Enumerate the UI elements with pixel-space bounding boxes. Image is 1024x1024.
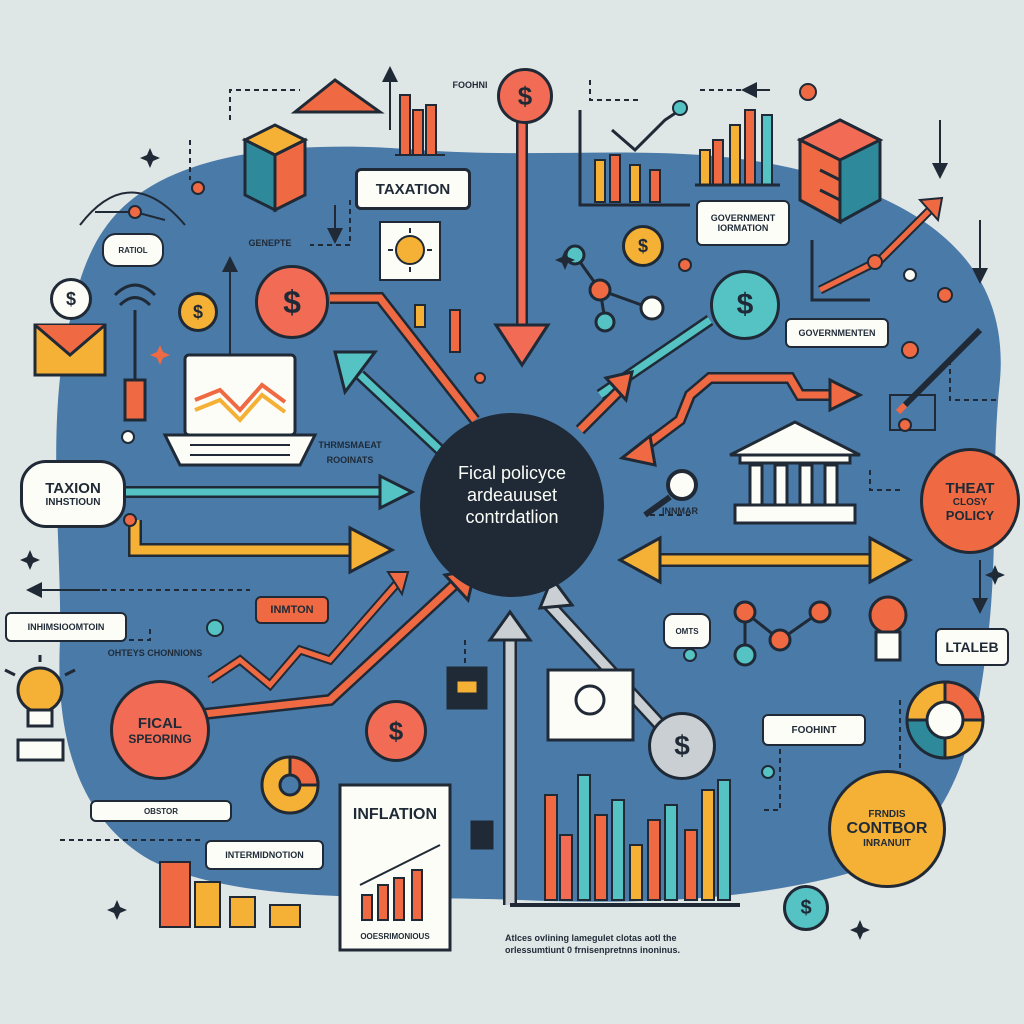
- dollar-coin-bottom: $: [365, 700, 427, 762]
- theat-line-1: THEAT: [946, 480, 995, 497]
- contbor-line-1: FRNDIS: [868, 809, 905, 820]
- center-title-line-2: ardeauuset: [432, 484, 592, 506]
- dollar-coin-yellow-left: $: [178, 292, 218, 332]
- hexagon-cube-icon: [800, 120, 880, 222]
- foohint-box: FOOHINT: [762, 714, 866, 746]
- dollar-sign: $: [193, 302, 203, 323]
- contbor-circle: FRNDIS CONTBOR INRANUIT: [828, 770, 946, 888]
- dollar-coin-small-left: $: [50, 278, 92, 320]
- dollar-coin-yellow-top: $: [622, 225, 664, 267]
- taxion-label-text: TAXION: [45, 480, 101, 497]
- dollar-coin-top: $: [497, 68, 553, 124]
- dollar-sign: $: [737, 288, 754, 322]
- chart-tag: OBSTOR: [90, 800, 232, 822]
- left-info-box: INHIMSIOOMTOIN: [5, 612, 127, 642]
- left-info-sub: OHTEYS CHONNIONS: [95, 648, 215, 658]
- chart-tag-text: OBSTOR: [144, 807, 178, 816]
- dollar-coin-teal: $: [710, 270, 780, 340]
- taxation-label-text: TAXATION: [376, 181, 450, 198]
- rooinats-tag: ROOINATS: [300, 455, 400, 465]
- inmon-tag: INMTON: [255, 596, 329, 624]
- cube-icon: [245, 125, 305, 210]
- dollar-sign: $: [66, 289, 76, 310]
- government-top-sub: IORMATION: [718, 223, 769, 233]
- theat-line-2: CLOSY: [953, 497, 987, 508]
- ltaleb-label-text: LTALEB: [945, 639, 998, 655]
- inmon-tag-text: INMTON: [270, 604, 313, 616]
- government-top-text: GOVERNMENT: [711, 213, 776, 223]
- donut-chart-right-icon: [907, 682, 983, 758]
- cnts-tag-text: OMTS: [675, 627, 698, 636]
- bar-chart-icon: [395, 95, 445, 155]
- footnote-line-2: orlessumtiunt 0 frnisenpretnns inoninus.: [505, 944, 745, 956]
- contbor-line-2: CONTBOR: [847, 820, 928, 838]
- dollar-sign: $: [518, 81, 532, 112]
- inflation-label: INFLATION: [345, 806, 445, 824]
- ltaleb-label: LTALEB: [935, 628, 1009, 666]
- thrms-tag: THRMSMAEAT: [300, 440, 400, 450]
- bar-chart-right-icon: [695, 110, 780, 185]
- taxation-label: TAXATION: [355, 168, 471, 210]
- center-title: Fical policyce ardeauuset contrdatlion: [432, 462, 592, 528]
- photo-frame-icon: [548, 670, 633, 740]
- fiscal-spending-line-1: FICAL: [138, 715, 182, 732]
- taxion-label: TAXION INHSTIOUN: [20, 460, 126, 528]
- dollar-coin-teal-bottom: $: [783, 885, 829, 931]
- footnote: Atlces ovlining lamegulet clotas aotl th…: [505, 932, 745, 956]
- government-mid-text: GOVERNMENTEN: [798, 328, 875, 338]
- bottom-info-box: INTERMIDNOTION: [205, 840, 324, 870]
- inn-tag: INNMAR: [650, 506, 710, 516]
- dollar-coin-gray: $: [648, 712, 716, 780]
- dollar-sign: $: [389, 716, 403, 747]
- gov-small-tag: GENEPTE: [240, 238, 300, 248]
- inflation-footer-label: OOESRIMONIOUS: [345, 932, 445, 941]
- left-info-text: INHIMSIOOMTOIN: [28, 622, 105, 632]
- foohni-tag: FOOHNI: [440, 80, 500, 90]
- dollar-sign: $: [674, 730, 690, 762]
- theat-policy-circle: THEAT CLOSY POLICY: [920, 448, 1020, 554]
- government-mid-box: GOVERNMENTEN: [785, 318, 889, 348]
- fiscal-spending-circle: FICAL SPEORING: [110, 680, 210, 780]
- cnts-tag: OMTS: [663, 613, 711, 649]
- ratio-tag-text: RATIOL: [118, 246, 147, 255]
- taxion-sub-text: INHSTIOUN: [46, 497, 101, 508]
- fiscal-spending-line-2: SPEORING: [128, 732, 191, 746]
- warning-triangle-icon: [295, 80, 380, 112]
- bottom-info-text: INTERMIDNOTION: [225, 850, 304, 860]
- theat-line-3: POLICY: [946, 508, 994, 523]
- foohint-text: FOOHINT: [792, 725, 837, 736]
- government-top-box: GOVERNMENT IORMATION: [696, 200, 790, 246]
- envelope-icon: [35, 325, 105, 375]
- laptop-chart-icon: [165, 355, 315, 465]
- sun-icon: [380, 222, 440, 280]
- donut-chart-icon: [262, 757, 318, 813]
- dollar-sign: $: [800, 897, 811, 920]
- footnote-line-1: Atlces ovlining lamegulet clotas aotl th…: [505, 932, 745, 944]
- contbor-line-3: INRANUIT: [863, 838, 911, 849]
- dollar-coin-left: $: [255, 265, 329, 339]
- dollar-sign: $: [638, 236, 648, 257]
- lightbulb-right-icon: [870, 597, 906, 660]
- center-title-line-1: Fical policyce: [432, 462, 592, 484]
- ratio-tag: RATIOL: [102, 233, 164, 267]
- center-title-line-3: contrdatlion: [432, 506, 592, 528]
- dollar-sign: $: [283, 284, 301, 321]
